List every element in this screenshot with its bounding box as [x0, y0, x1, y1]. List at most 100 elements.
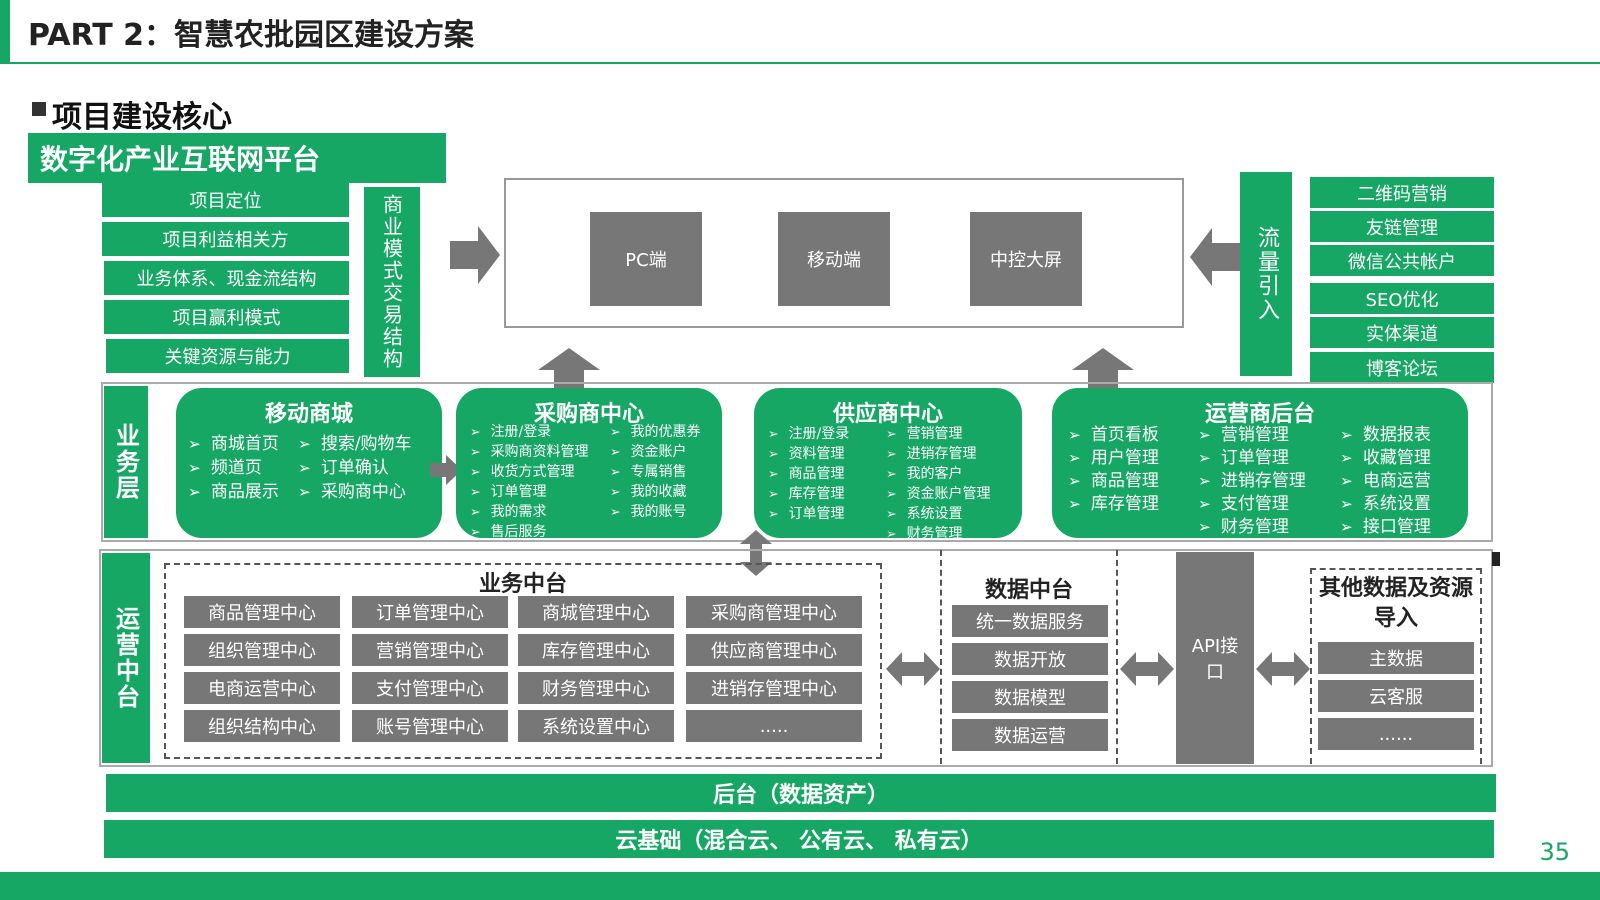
list-item: 首页看板 [1068, 424, 1159, 447]
list-item: 系统设置 [886, 504, 991, 524]
traffic-item-wechat: 微信公共帐户 [1310, 245, 1494, 276]
list-item: 接口管理 [1340, 516, 1431, 539]
list-item: 订单管理 [470, 482, 589, 502]
arrow-right-icon [430, 455, 462, 485]
data-platform-title: 数据中台 [984, 578, 1073, 603]
data-item: 数据开放 [952, 643, 1108, 675]
list-item: 采购商中心 [298, 480, 412, 504]
backend-bar: 后台（数据资产） [106, 774, 1496, 812]
list-item: 我的优惠券 [610, 422, 701, 442]
purchaser-center-box: 采购商中心 注册/登录 采购商资料管理 收货方式管理 订单管理 我的需求 售后服… [456, 388, 722, 540]
list-item: 商品管理 [1068, 470, 1159, 493]
list-item: 电商运营 [1340, 470, 1431, 493]
business-layer-label: 业务层 [104, 386, 148, 538]
business-platform-title: 业务中台 [478, 572, 567, 597]
supplier-center-box: 供应商中心 注册/登录 资料管理 商品管理 库存管理 订单管理 营销管理 进销存… [754, 388, 1022, 542]
list-item: 频道页 [188, 456, 279, 480]
list-item: 订单管理 [1198, 447, 1306, 470]
corner-marker [1492, 552, 1500, 566]
title-accent-bar [0, 0, 10, 62]
platform-cell: 商城管理中心 [518, 596, 674, 628]
traffic-item-blog: 博客论坛 [1310, 352, 1494, 383]
other-data-title: 其他数据及资源导入 [1318, 576, 1473, 631]
list-item: 库存管理 [768, 484, 849, 504]
other-item: 主数据 [1318, 642, 1474, 674]
arrow-leftright-icon [1120, 652, 1174, 686]
screen-mobile: 移动端 [778, 212, 890, 306]
list-item: 订单管理 [768, 504, 849, 524]
list-item: 资金账户管理 [886, 484, 991, 504]
bottom-strip [0, 872, 1600, 900]
platform-cell: 供应商管理中心 [686, 634, 862, 666]
list-item: 支付管理 [1198, 493, 1306, 516]
platform-cell: 组织结构中心 [184, 710, 340, 742]
data-item: 统一数据服务 [952, 605, 1108, 637]
left-item-resources: 关键资源与能力 [106, 339, 349, 373]
platform-cell: ..... [686, 710, 862, 742]
platform-cell: 组织管理中心 [184, 634, 340, 666]
traffic-item-links: 友链管理 [1310, 211, 1494, 242]
list-item: 采购商资料管理 [470, 442, 589, 462]
list-item: 营销管理 [886, 424, 991, 444]
left-item-positioning: 项目定位 [102, 183, 349, 217]
list-item: 商城首页 [188, 432, 279, 456]
mobile-mall-title: 移动商城 [264, 402, 353, 427]
other-item: ...... [1318, 718, 1474, 750]
data-item: 数据模型 [952, 681, 1108, 713]
list-item: 商品展示 [188, 480, 279, 504]
other-item: 云客服 [1318, 680, 1474, 712]
traffic-item-seo: SEO优化 [1310, 283, 1494, 314]
platform-cell: 订单管理中心 [352, 596, 508, 628]
list-item: 资料管理 [768, 444, 849, 464]
supplier-center-title: 供应商中心 [832, 402, 943, 427]
screen-control-center: 中控大屏 [970, 212, 1082, 306]
api-interface: API接口 [1176, 552, 1254, 764]
platform-cell: 系统设置中心 [518, 710, 674, 742]
arrow-leftright-icon [886, 652, 940, 686]
cloud-bar: 云基础（混合云、 公有云、 私有云） [104, 820, 1494, 858]
list-item: 订单确认 [298, 456, 412, 480]
business-model-label: 商业模式交易结构 [364, 187, 420, 377]
platform-cell: 支付管理中心 [352, 672, 508, 704]
operator-backend-title: 运营商后台 [1204, 402, 1315, 427]
page-title: PART 2：智慧农批园区建设方案 [28, 18, 474, 53]
list-item: 我的需求 [470, 502, 589, 522]
list-item: 注册/登录 [768, 424, 850, 444]
platform-cell: 账号管理中心 [352, 710, 508, 742]
list-item: 数据报表 [1340, 424, 1431, 447]
left-item-stakeholders: 项目利益相关方 [102, 222, 349, 256]
platform-cell: 库存管理中心 [518, 634, 674, 666]
list-item: 营销管理 [1198, 424, 1306, 447]
platform-cell: 进销存管理中心 [686, 672, 862, 704]
business-platform-frame [164, 563, 882, 759]
title-underline [0, 62, 1600, 64]
traffic-item-qrcode: 二维码营销 [1310, 177, 1494, 208]
list-item: 财务管理 [1198, 516, 1306, 539]
section-bullet-icon [32, 102, 46, 116]
list-item: 我的账号 [610, 502, 701, 522]
left-item-business-system: 业务体系、现金流结构 [104, 261, 349, 295]
list-item: 用户管理 [1068, 447, 1159, 470]
list-item: 我的收藏 [610, 482, 701, 502]
arrow-up-icon [538, 348, 600, 388]
platform-cell: 采购商管理中心 [686, 596, 862, 628]
data-item: 数据运营 [952, 719, 1108, 751]
arrow-left-icon [1190, 228, 1240, 286]
list-item: 库存管理 [1068, 493, 1159, 516]
list-item: 资金账户 [610, 442, 701, 462]
platform-cell: 电商运营中心 [184, 672, 340, 704]
data-platform-frame [940, 550, 1118, 764]
arrow-right-icon [450, 226, 500, 284]
arrow-leftright-icon [1256, 652, 1310, 686]
section-heading: 项目建设核心 [52, 100, 232, 135]
list-item: 进销存管理 [1198, 470, 1306, 493]
arrow-up-icon [1072, 348, 1134, 388]
list-item: 收货方式管理 [470, 462, 589, 482]
traffic-item-offline: 实体渠道 [1310, 317, 1494, 348]
list-item: 注册/登录 [470, 422, 589, 442]
operations-layer-frame [99, 549, 1493, 767]
screen-pc: PC端 [590, 212, 702, 306]
traffic-label: 流量引入 [1240, 172, 1292, 376]
list-item: 收藏管理 [1340, 447, 1431, 470]
list-item: 系统设置 [1340, 493, 1431, 516]
